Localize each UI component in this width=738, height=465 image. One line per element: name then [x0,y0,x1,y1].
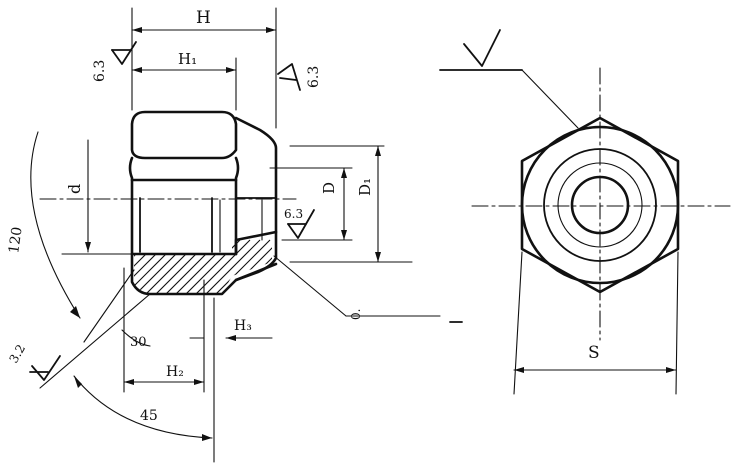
roughness-symbol-top-left: 6.3 [92,41,137,82]
label-120: 120 [6,226,26,255]
label-H3: H₃ [234,318,252,334]
section-outline [130,230,278,296]
roughness-symbol-lower-left: 3.2 [6,342,61,381]
roughness-value-inner: 6.3 [284,207,303,221]
callout-leader: 0. [273,255,463,323]
collar-circle [543,148,657,262]
nut-body-outline [130,110,238,160]
thread-outer-circle [557,162,643,248]
hexagon-outline [520,116,680,294]
label-D: D [320,182,338,194]
section-view: H H₁ 6.3 6.3 d D [6,7,463,463]
hex-end-view: S [439,29,731,395]
bore-circle [570,175,630,235]
roughness-value-lower-left: 3.2 [6,342,28,366]
section-hatching [134,239,272,294]
roughness-symbol-end-view [439,29,579,129]
roughness-symbol-inner: 6.3 [284,207,315,239]
nut-lower-chamfer [128,156,240,256]
label-S: S [588,343,600,363]
label-30: 30 [130,335,147,350]
label-D1: D₁ [356,178,374,196]
angle-45-arc [73,375,213,439]
roughness-value-top-left: 6.3 [92,60,108,82]
roughness-value-top-right: 6.3 [306,66,322,88]
angle-120-arc [30,131,81,319]
label-d: d [65,184,84,194]
label-45: 45 [140,408,158,424]
label-H2: H₂ [166,364,184,380]
roughness-symbol-top-right: 6.3 [277,63,322,91]
chamfer-circle [520,125,680,285]
callout-text: 0. [349,292,363,320]
label-H1: H₁ [178,50,197,68]
label-H: H [196,8,211,28]
